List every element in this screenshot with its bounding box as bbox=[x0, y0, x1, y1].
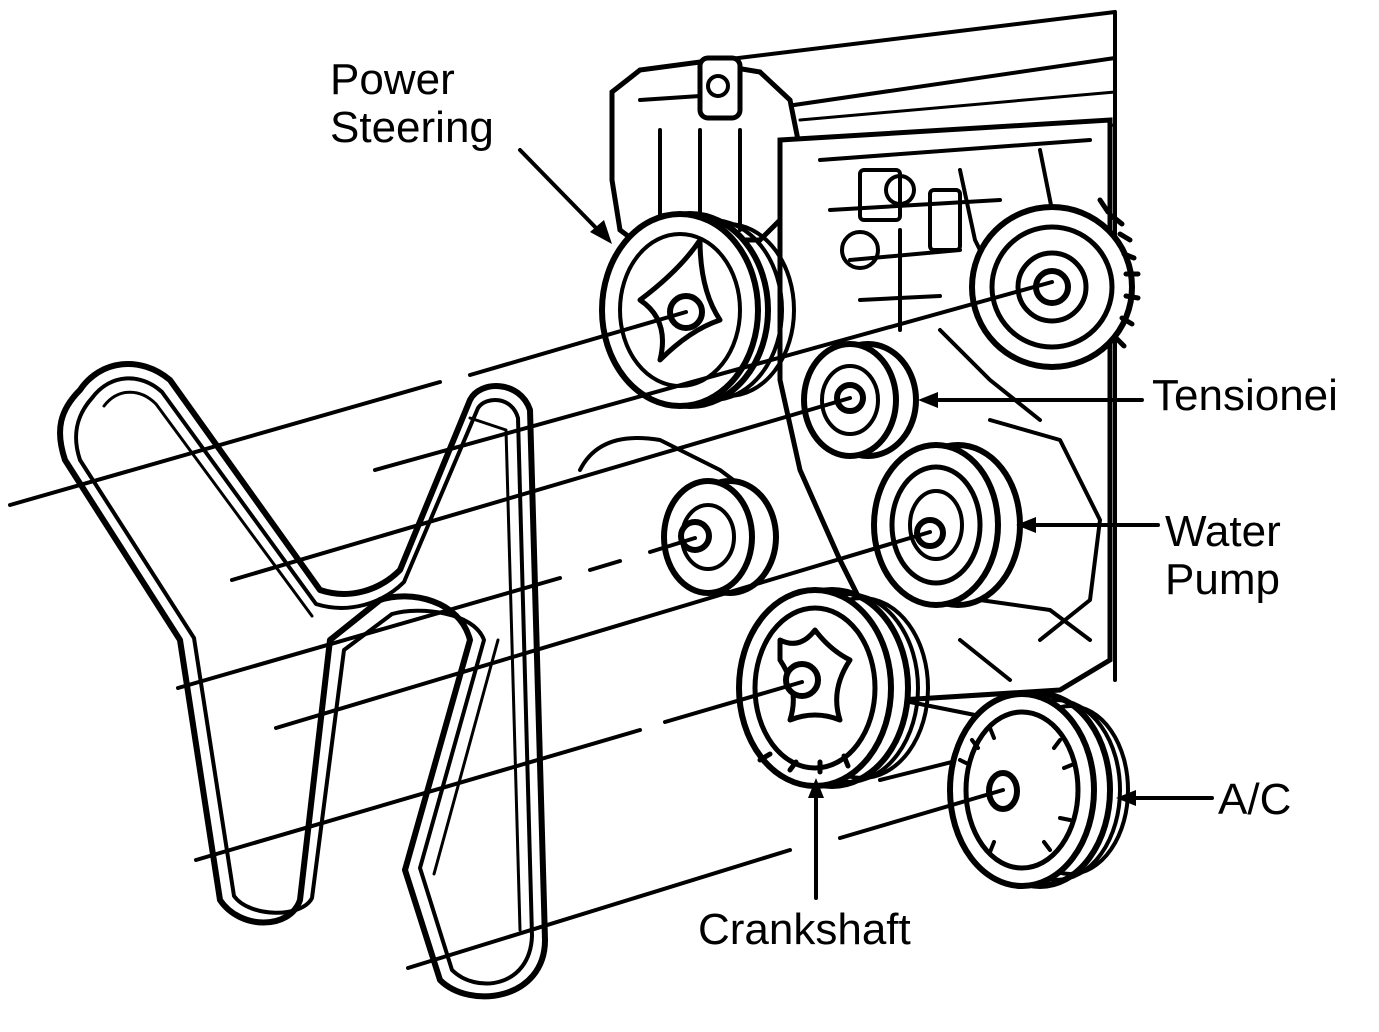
alignment-lines bbox=[8, 280, 1054, 970]
crankshaft-pulley bbox=[736, 587, 930, 789]
cam-sprocket bbox=[969, 197, 1141, 370]
water-pump-label-line1: Water bbox=[1165, 507, 1281, 556]
power-steering-label-line1: Power bbox=[330, 55, 455, 104]
power-steering-label-line2: Steering bbox=[330, 103, 494, 152]
engine-block bbox=[609, 10, 1141, 782]
leader-arrows bbox=[518, 148, 1214, 900]
water-pump-pulley bbox=[871, 442, 1023, 608]
water-pump-label-line2: Pump bbox=[1165, 555, 1280, 604]
serpentine-belt bbox=[57, 361, 548, 1000]
power-steering-label: Power Steering bbox=[330, 56, 494, 152]
ac-compressor-pulley bbox=[947, 691, 1130, 889]
tensioner-pulley bbox=[801, 341, 919, 459]
crankshaft-label: Crankshaft bbox=[698, 905, 911, 954]
idler-pulley bbox=[578, 436, 779, 596]
water-pump-label: Water Pump bbox=[1165, 508, 1281, 604]
power-steering-pulley bbox=[599, 211, 796, 409]
ac-label: A/C bbox=[1218, 775, 1292, 824]
tensioner-label: Tensionei bbox=[1152, 371, 1338, 420]
